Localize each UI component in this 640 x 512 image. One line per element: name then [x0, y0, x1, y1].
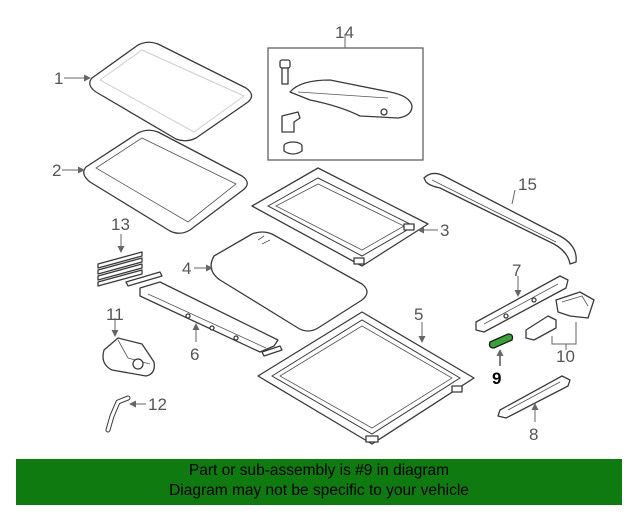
callout-13: 13 [111, 215, 130, 234]
part-14-hardware-kit[interactable] [267, 47, 424, 161]
callout-5: 5 [414, 305, 423, 324]
part-6-sunshade[interactable] [125, 271, 283, 357]
callout-6: 6 [190, 345, 199, 364]
part-1-glass-panel[interactable] [89, 41, 253, 142]
part-8-rail[interactable] [497, 375, 571, 419]
callout-2: 2 [52, 161, 61, 180]
parts-diagram: 1 2 14 3 15 [52, 23, 595, 445]
callout-1: 1 [54, 69, 63, 88]
callout-15: 15 [518, 175, 537, 194]
part-10-brackets[interactable] [525, 291, 595, 341]
banner-line-2: Diagram may not be specific to your vehi… [169, 482, 469, 499]
callout-4: 4 [182, 259, 191, 278]
part-11-motor[interactable] [102, 337, 155, 377]
callout-11: 11 [106, 305, 124, 324]
part-7-bracket[interactable] [475, 275, 569, 333]
callout-9: 9 [492, 369, 501, 388]
part-3-frame[interactable] [251, 167, 429, 267]
callout-14: 14 [335, 23, 354, 42]
callout-7: 7 [512, 261, 521, 280]
callout-10: 10 [556, 347, 575, 366]
callout-12: 12 [148, 395, 167, 414]
part-12-drain-hose[interactable] [105, 395, 131, 433]
info-banner: Part or sub-assembly is #9 in diagram Di… [16, 459, 622, 505]
part-4-glass[interactable] [210, 231, 368, 332]
part-5-housing[interactable] [257, 311, 475, 445]
part-9-guide-clip[interactable] [488, 333, 514, 349]
banner-line-1: Part or sub-assembly is #9 in diagram [188, 462, 450, 479]
callout-8: 8 [529, 425, 538, 444]
part-15-rail[interactable] [423, 172, 577, 265]
callout-3: 3 [440, 221, 449, 240]
part-13-strips[interactable] [97, 251, 143, 287]
part-2-panel[interactable] [83, 129, 248, 234]
